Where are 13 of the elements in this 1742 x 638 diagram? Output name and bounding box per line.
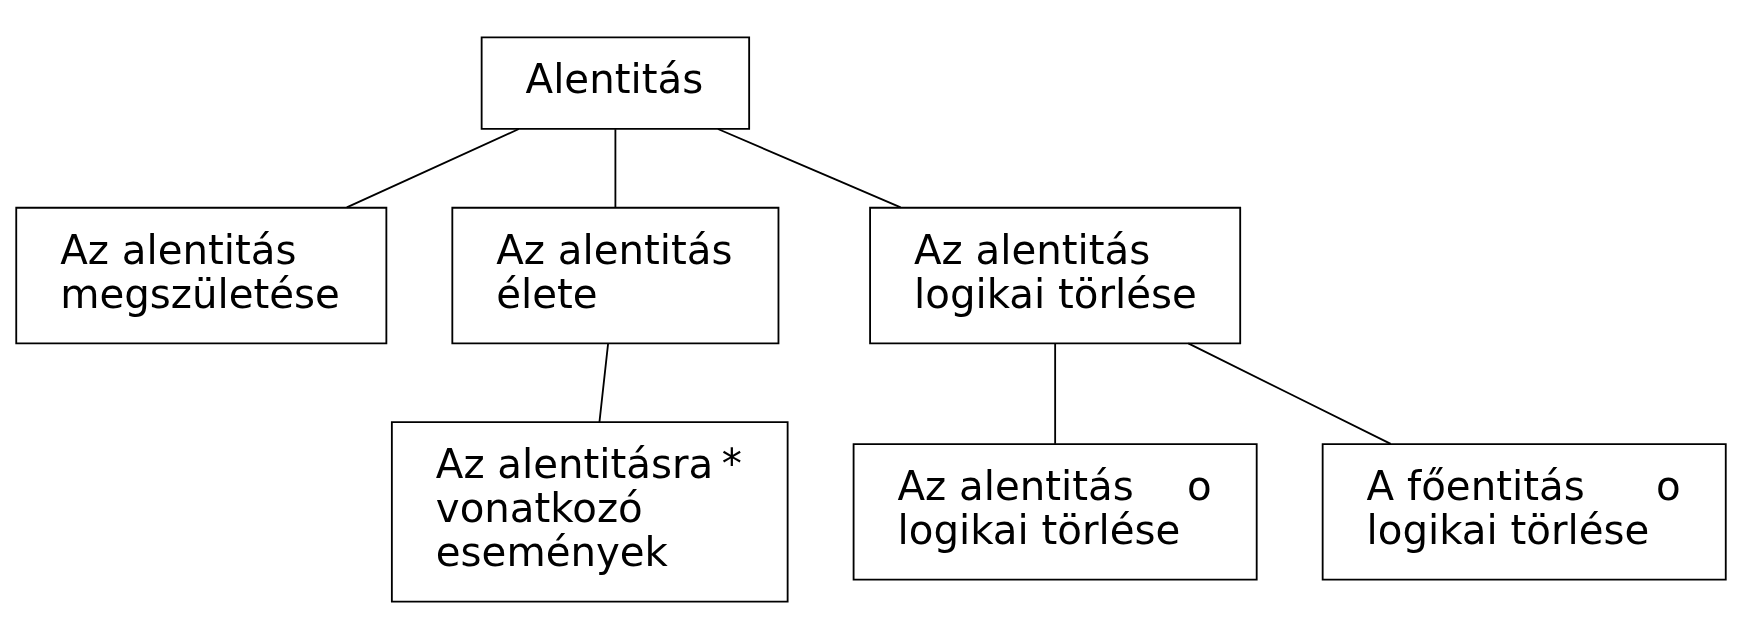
node-box: Az alentitás logikai törlése [869,206,1242,344]
connector [1187,342,1392,445]
connector [345,127,520,208]
connector [717,127,902,208]
connector [614,127,617,208]
node-box: Az alentitás élete [451,206,780,344]
node-box: Az alentitásra vonatkozó események * [390,420,789,603]
node-box: Az alentitás megszületése [15,206,388,344]
node-box: A főentitás logikai törlése o [1321,442,1727,581]
node-box: Az alentitás logikai törlése o [852,442,1258,581]
node-box: Alentitás [480,35,751,130]
connector [598,342,610,423]
connector [1054,342,1057,445]
